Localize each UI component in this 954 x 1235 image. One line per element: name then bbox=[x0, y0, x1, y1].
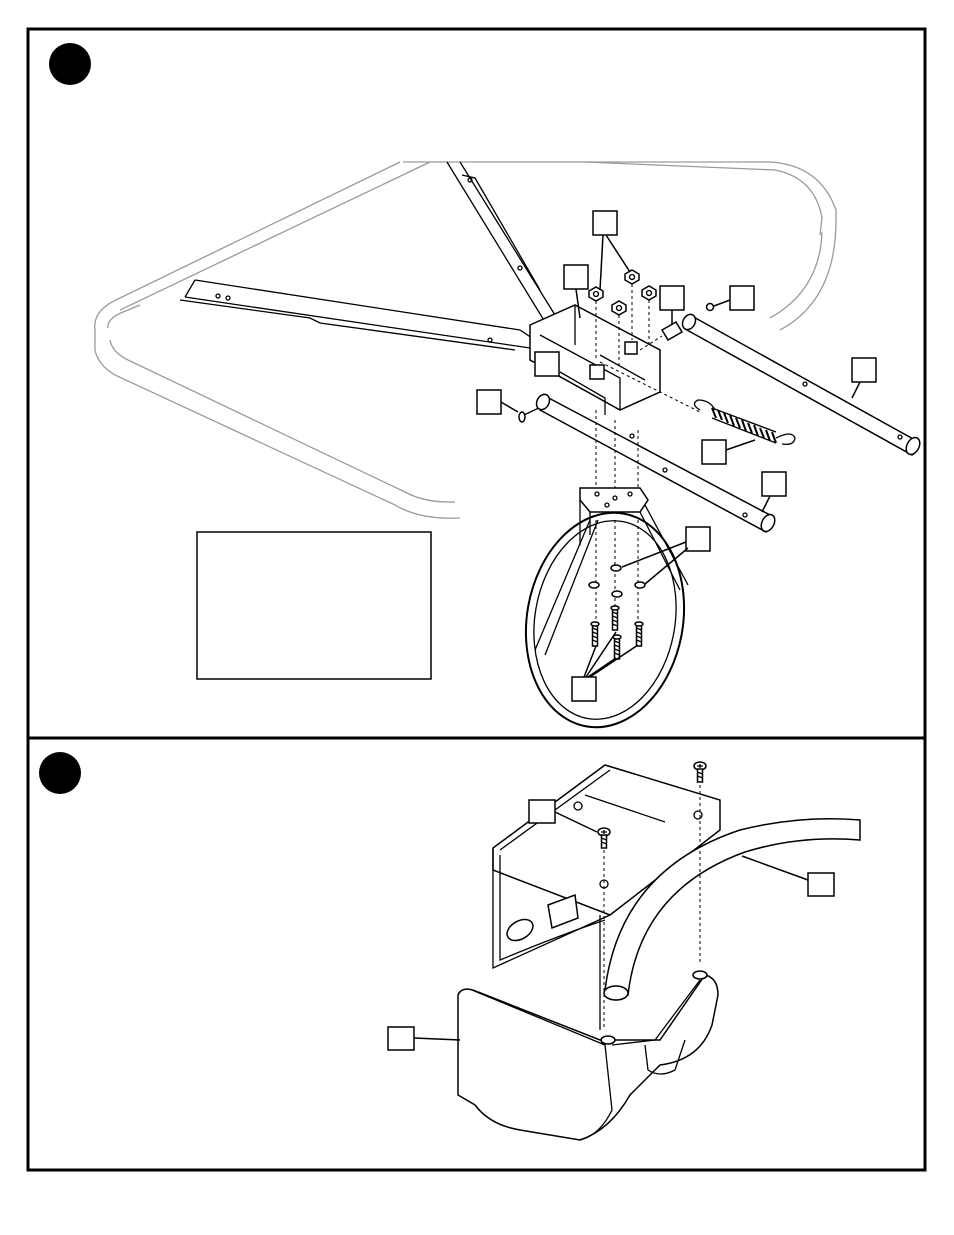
callout-pin bbox=[477, 390, 501, 414]
callout-tube-right bbox=[852, 358, 876, 382]
basketball-rim bbox=[509, 488, 700, 740]
step-1-marker bbox=[49, 43, 91, 85]
callout-tube-left bbox=[762, 472, 786, 496]
front-cover bbox=[458, 971, 718, 1140]
callout-bracket bbox=[564, 265, 588, 289]
tube-right bbox=[680, 312, 923, 457]
callout-spring bbox=[702, 440, 726, 464]
callout-nuts bbox=[593, 211, 617, 235]
bolts bbox=[591, 606, 643, 659]
step-1-panel bbox=[28, 29, 925, 740]
tube-left bbox=[534, 392, 778, 534]
callout-screw bbox=[730, 286, 754, 310]
step-2-marker bbox=[39, 752, 81, 794]
extension-spring bbox=[694, 400, 795, 444]
note-box bbox=[197, 532, 431, 679]
hex-nuts bbox=[589, 270, 656, 315]
support-brace-top bbox=[447, 162, 555, 322]
small-screw bbox=[707, 304, 714, 311]
callout-bolts bbox=[572, 677, 596, 701]
callout-front-cover bbox=[388, 1027, 414, 1050]
callout-bushing bbox=[660, 286, 684, 310]
step-2-panel bbox=[28, 738, 925, 1170]
callout-brace bbox=[535, 352, 559, 376]
washers bbox=[589, 565, 645, 597]
callout-washers bbox=[686, 527, 710, 551]
support-brace-left bbox=[180, 280, 535, 350]
callout-curved-tube bbox=[808, 873, 834, 896]
callout-screws bbox=[529, 800, 555, 823]
